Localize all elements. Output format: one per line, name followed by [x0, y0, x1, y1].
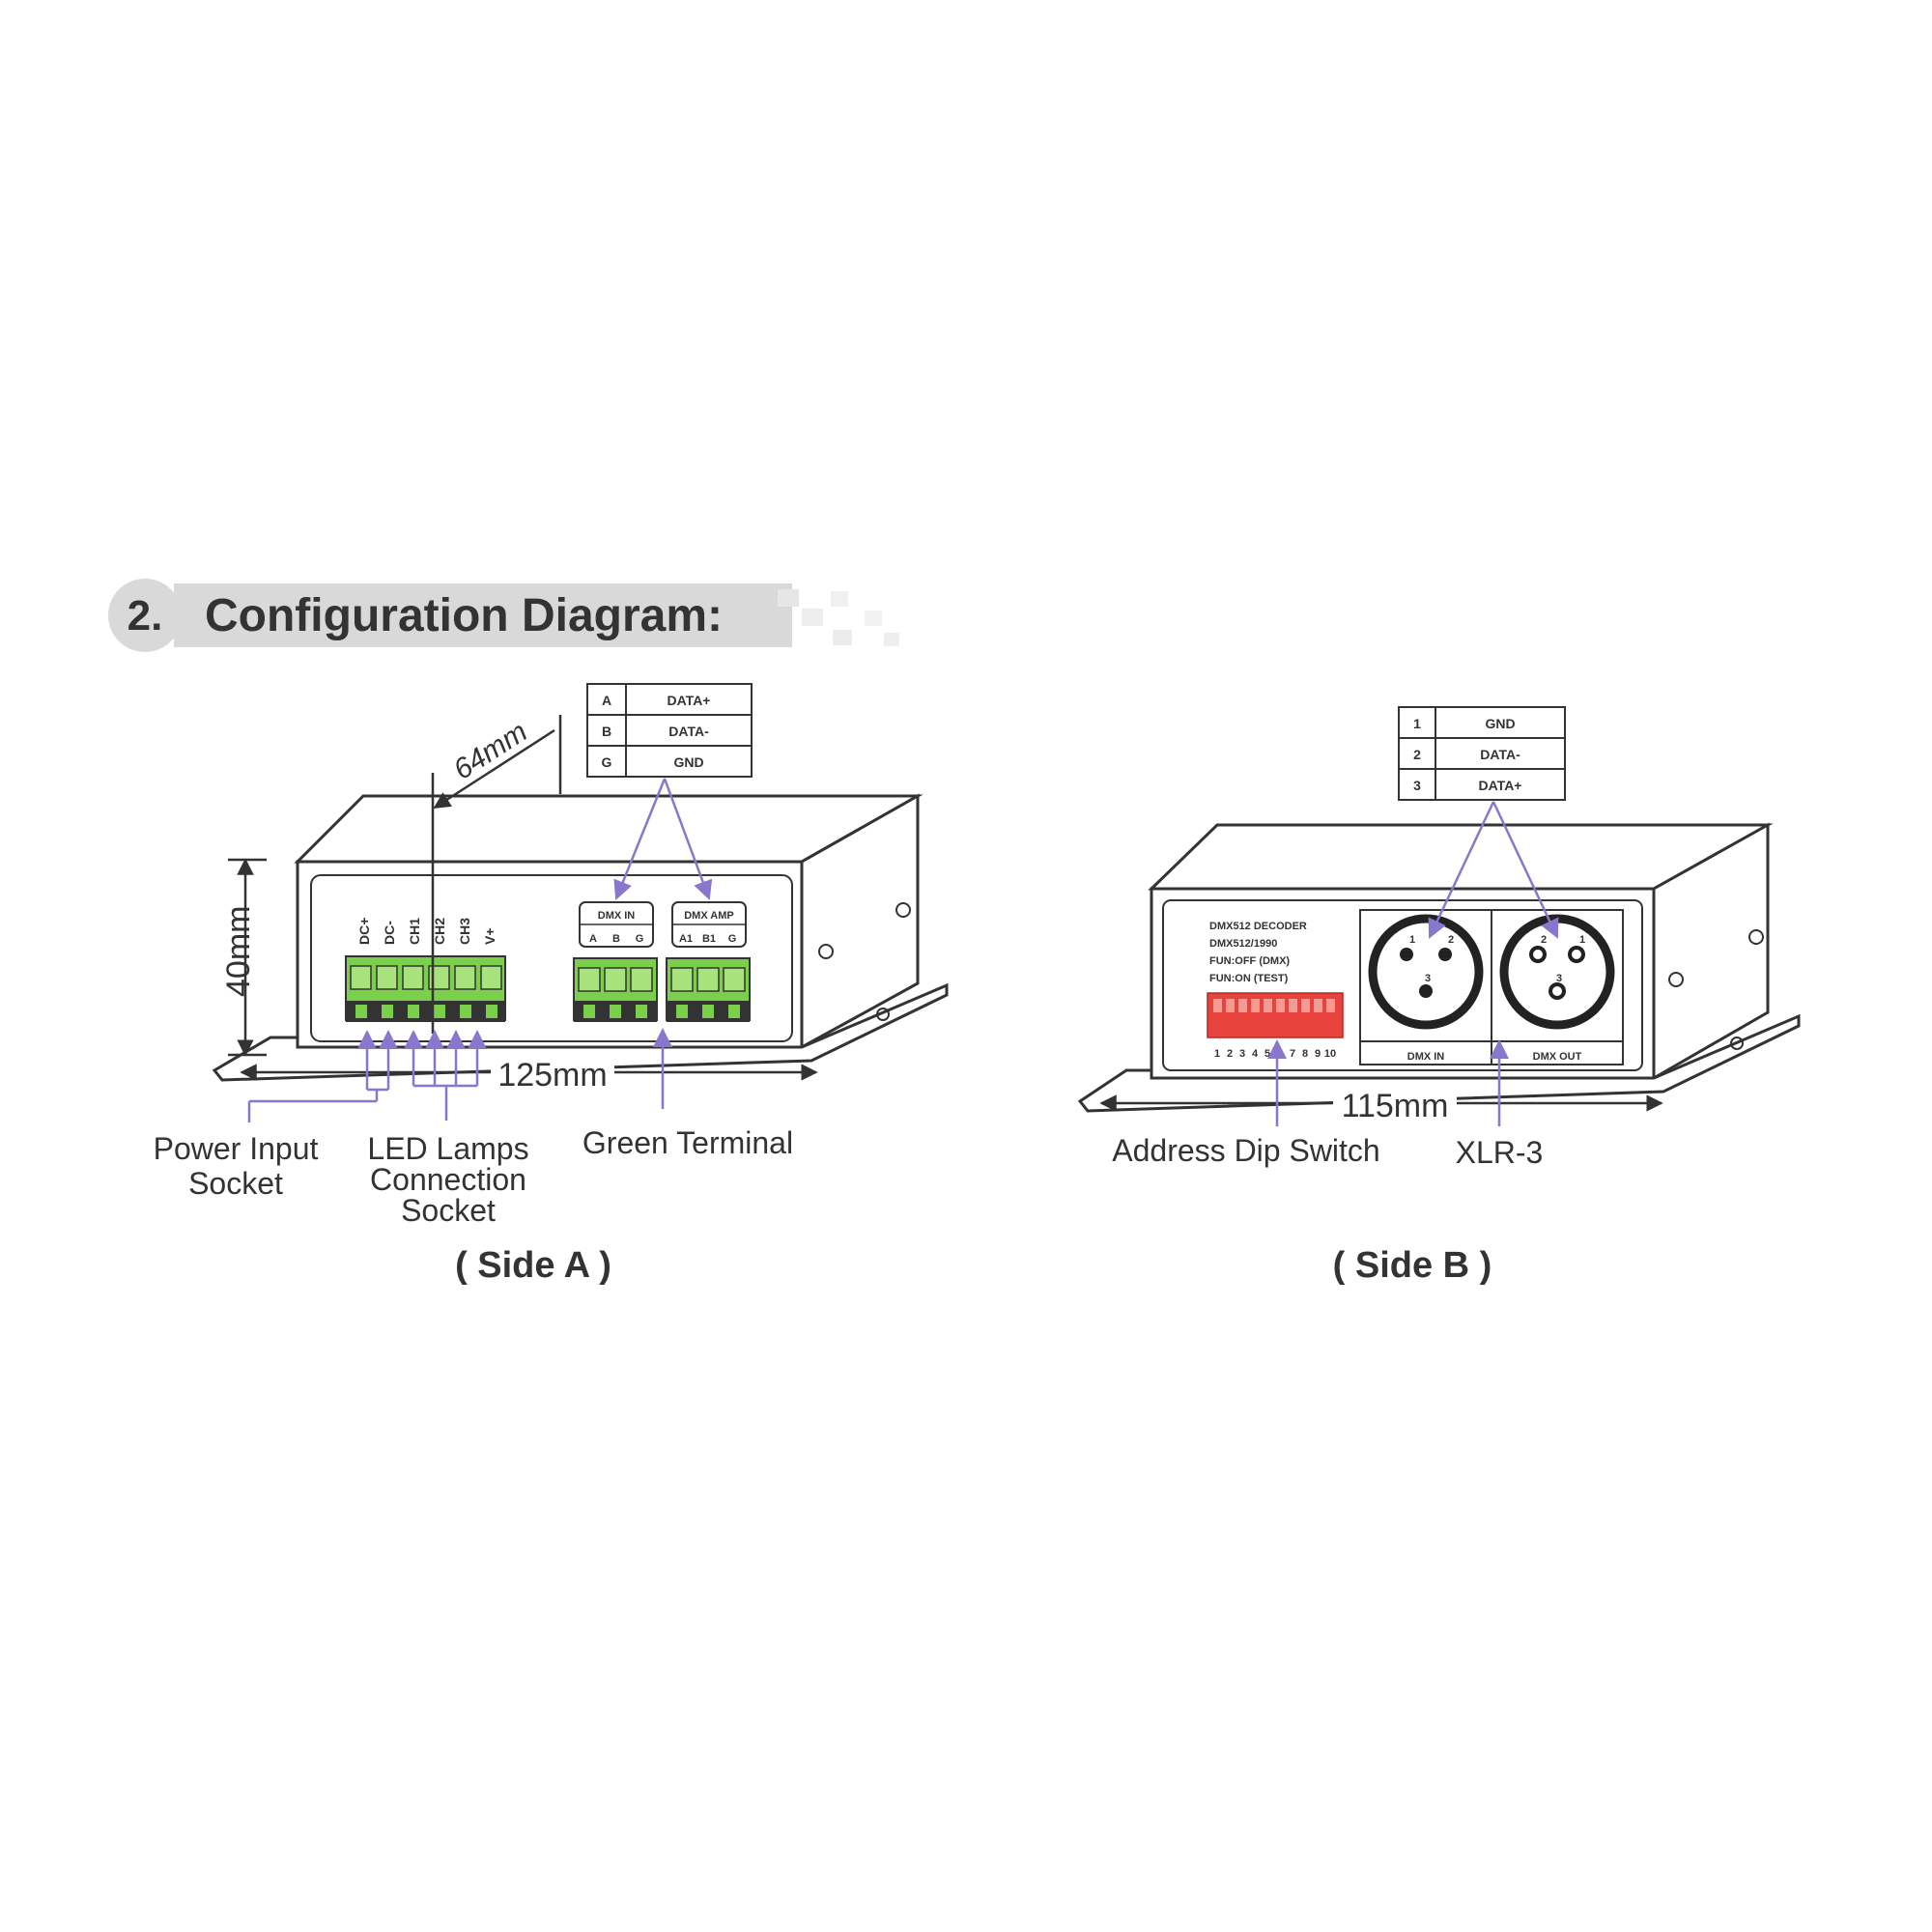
pin-id: G [602, 754, 612, 770]
dmx-out-pin: G [728, 933, 737, 945]
address-dip-switch [1207, 992, 1344, 1038]
pin-signal: DATA- [1480, 747, 1520, 762]
xlr-in-label: DMX IN [1407, 1051, 1445, 1063]
pin-signal: DATA+ [1479, 778, 1522, 793]
led-terminal-block [345, 955, 506, 1022]
dmx-in-pin: A [589, 933, 597, 945]
xlr-pin-number: 2 [1541, 934, 1547, 946]
terminal-label: CH3 [457, 918, 472, 945]
width-dimension-a: 125mm [497, 1057, 607, 1094]
pin-signal: DATA+ [668, 693, 711, 708]
terminal-label: DC- [382, 921, 397, 945]
section-header: 2. Configuration Diagram: [108, 579, 899, 652]
panel-line: FUN:OFF (DMX) [1209, 955, 1290, 967]
xlr-out-connector: 2 1 3 DMX OUT [1491, 909, 1624, 1065]
xlr-pin-number: 1 [1579, 934, 1585, 946]
xlr-pin-number: 1 [1409, 934, 1415, 946]
pin-id: 1 [1413, 716, 1421, 731]
side-b-callouts: Address Dip Switch XLR-3 [1112, 1133, 1543, 1170]
side-a-front-panel [310, 874, 793, 1042]
side-a-caption: ( Side A ) [455, 1245, 611, 1286]
dmx-out-label: DMX AMP [684, 910, 734, 922]
led-lamps-label: Connection [370, 1162, 526, 1197]
side-b-panel-text: DMX512 DECODER DMX512/1990 FUN:OFF (DMX)… [1209, 921, 1307, 984]
dmx-in-pin: G [636, 933, 644, 945]
dip-switch-label: Address Dip Switch [1112, 1133, 1379, 1168]
xlr-pin-number: 3 [1556, 973, 1562, 984]
power-input-label: Power Input [154, 1131, 319, 1166]
side-a-callouts: Power Input Socket LED Lamps Connection … [154, 1125, 793, 1228]
pin-id: A [602, 693, 611, 708]
pin-signal: GND [673, 754, 703, 770]
xlr-in-connector: 1 2 3 DMX IN [1359, 909, 1492, 1065]
dmx-out-pin: B1 [702, 933, 716, 945]
xlr-pin-number: 2 [1448, 934, 1454, 946]
svg-text:10: 10 [1324, 1048, 1336, 1060]
pin-id: 3 [1413, 778, 1421, 793]
side-a-callout-leaders [247, 1028, 672, 1122]
pin-signal: DATA- [668, 724, 709, 739]
depth-dimension: 64mm [448, 716, 533, 786]
panel-line: FUN:ON (TEST) [1209, 973, 1289, 984]
svg-text:9: 9 [1315, 1048, 1321, 1060]
panel-line: DMX512/1990 [1209, 938, 1277, 950]
panel-line: DMX512 DECODER [1209, 921, 1307, 932]
header-banner [174, 583, 792, 647]
led-lamps-label: Socket [401, 1193, 496, 1228]
xlr-pin-number: 3 [1425, 973, 1431, 984]
side-b-table-leaders [1428, 801, 1559, 939]
svg-text:5: 5 [1264, 1048, 1270, 1060]
power-input-label: Socket [188, 1166, 283, 1201]
side-b-callout-leaders [1267, 1039, 1509, 1126]
height-dimension: 40mm [220, 906, 257, 997]
green-terminal-label: Green Terminal [582, 1125, 793, 1160]
header-title: Configuration Diagram: [205, 590, 723, 641]
svg-text:4: 4 [1252, 1048, 1259, 1060]
svg-text:8: 8 [1302, 1048, 1308, 1060]
dmx-in-terminal: DMX IN A B G [573, 901, 658, 1022]
pin-id: B [602, 724, 611, 739]
dmx-in-label: DMX IN [598, 910, 636, 922]
svg-text:1: 1 [1214, 1048, 1220, 1060]
terminal-label: CH1 [407, 918, 422, 945]
svg-text:3: 3 [1239, 1048, 1245, 1060]
side-a-table-leaders [613, 778, 713, 900]
width-dimension-b: 115mm [1342, 1088, 1449, 1124]
pin-id: 2 [1413, 747, 1421, 762]
side-b-pin-table: 1 GND 2 DATA- 3 DATA+ [1398, 706, 1566, 801]
svg-text:7: 7 [1290, 1048, 1295, 1060]
svg-text:2: 2 [1227, 1048, 1233, 1060]
xlr-label: XLR-3 [1456, 1135, 1544, 1170]
xlr-out-label: DMX OUT [1533, 1051, 1582, 1063]
dmx-out-pin: A1 [679, 933, 693, 945]
terminal-label: V+ [482, 927, 497, 945]
side-a-pin-table: A DATA+ B DATA- G GND [586, 683, 753, 778]
side-b-caption: ( Side B ) [1333, 1245, 1492, 1286]
terminal-label: DC+ [356, 918, 372, 945]
terminal-label: CH2 [432, 918, 447, 945]
header-number: 2. [128, 592, 163, 639]
dmx-out-terminal: DMX AMP A1 B1 G [666, 901, 751, 1022]
side-b-front-panel [1162, 899, 1643, 1071]
led-terminal-labels: DC+ DC- CH1 CH2 CH3 V+ [356, 918, 497, 945]
dmx-in-pin: B [612, 933, 620, 945]
pin-signal: GND [1485, 716, 1515, 731]
led-lamps-label: LED Lamps [367, 1131, 528, 1166]
header-number-badge [108, 579, 182, 652]
